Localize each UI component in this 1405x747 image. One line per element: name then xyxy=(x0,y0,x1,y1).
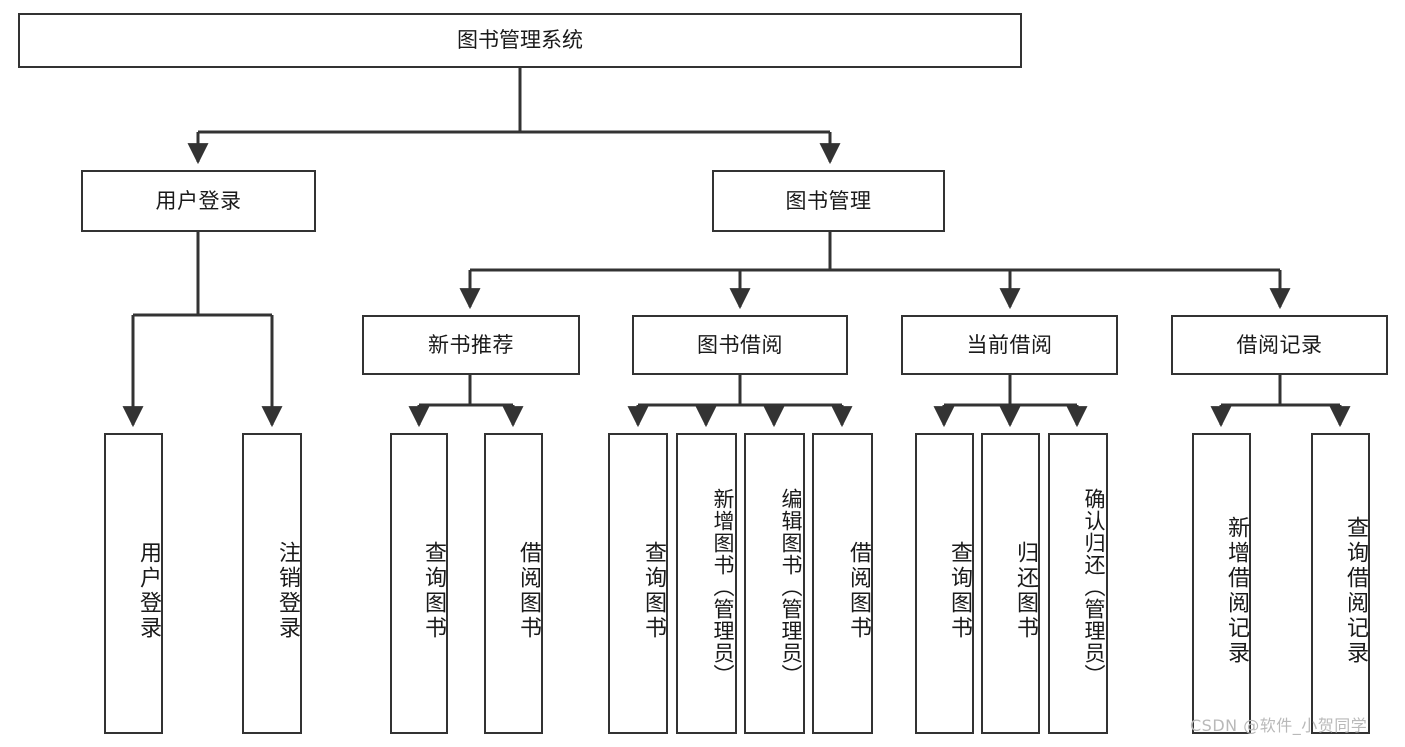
node-borrow-record-label: 借阅记录 xyxy=(1236,332,1323,357)
node-leaf-record-query-label: 查询借阅记录 xyxy=(1343,515,1368,666)
node-leaf-record-add[interactable]: 新增借阅记录 xyxy=(1192,433,1251,734)
node-leaf-recommend-query-book[interactable]: 查询图书 xyxy=(390,433,448,734)
node-leaf-current-return-book-label: 归还图书 xyxy=(1013,540,1038,641)
node-book-borrow-label: 图书借阅 xyxy=(697,332,783,357)
node-root-system[interactable]: 图书管理系统 xyxy=(18,13,1022,68)
node-new-book-recommend[interactable]: 新书推荐 xyxy=(362,315,580,375)
node-leaf-user-login[interactable]: 用户登录 xyxy=(104,433,163,734)
node-book-management[interactable]: 图书管理 xyxy=(712,170,945,232)
node-leaf-current-query-book-label: 查询图书 xyxy=(947,540,972,641)
node-leaf-recommend-borrow-book[interactable]: 借阅图书 xyxy=(484,433,543,734)
node-leaf-current-confirm-return-label: 确认归还（管理员） xyxy=(1082,487,1106,686)
node-leaf-recommend-query-book-label: 查询图书 xyxy=(421,540,446,641)
node-book-borrow[interactable]: 图书借阅 xyxy=(632,315,848,375)
node-leaf-borrow-add-book[interactable]: 新增图书（管理员） xyxy=(676,433,737,734)
node-current-borrow-label: 当前借阅 xyxy=(966,332,1053,357)
node-leaf-record-add-label: 新增借阅记录 xyxy=(1224,515,1249,666)
node-leaf-borrow-edit-book-label: 编辑图书（管理员） xyxy=(779,487,803,686)
node-borrow-record[interactable]: 借阅记录 xyxy=(1171,315,1388,375)
node-leaf-borrow-lend-book-label: 借阅图书 xyxy=(846,540,871,641)
node-leaf-user-login-label: 用户登录 xyxy=(136,540,161,641)
node-leaf-current-confirm-return[interactable]: 确认归还（管理员） xyxy=(1048,433,1108,734)
node-root-system-label: 图书管理系统 xyxy=(457,28,583,53)
node-leaf-borrow-edit-book[interactable]: 编辑图书（管理员） xyxy=(744,433,805,734)
node-leaf-borrow-query-book[interactable]: 查询图书 xyxy=(608,433,668,734)
node-leaf-borrow-query-book-label: 查询图书 xyxy=(641,540,666,641)
node-leaf-user-logout-label: 注销登录 xyxy=(275,540,300,641)
node-leaf-borrow-add-book-label: 新增图书（管理员） xyxy=(711,487,735,686)
node-user-login[interactable]: 用户登录 xyxy=(81,170,316,232)
csdn-watermark: CSDN @软件_小贺同学 xyxy=(1190,716,1368,735)
node-leaf-record-query[interactable]: 查询借阅记录 xyxy=(1311,433,1370,734)
node-current-borrow[interactable]: 当前借阅 xyxy=(901,315,1118,375)
node-leaf-borrow-lend-book[interactable]: 借阅图书 xyxy=(812,433,873,734)
node-leaf-current-query-book[interactable]: 查询图书 xyxy=(915,433,974,734)
node-leaf-user-logout[interactable]: 注销登录 xyxy=(242,433,302,734)
node-user-login-label: 用户登录 xyxy=(155,188,242,213)
node-new-book-recommend-label: 新书推荐 xyxy=(428,332,514,357)
node-leaf-current-return-book[interactable]: 归还图书 xyxy=(981,433,1040,734)
node-book-management-label: 图书管理 xyxy=(785,188,872,213)
node-leaf-recommend-borrow-book-label: 借阅图书 xyxy=(516,540,541,641)
